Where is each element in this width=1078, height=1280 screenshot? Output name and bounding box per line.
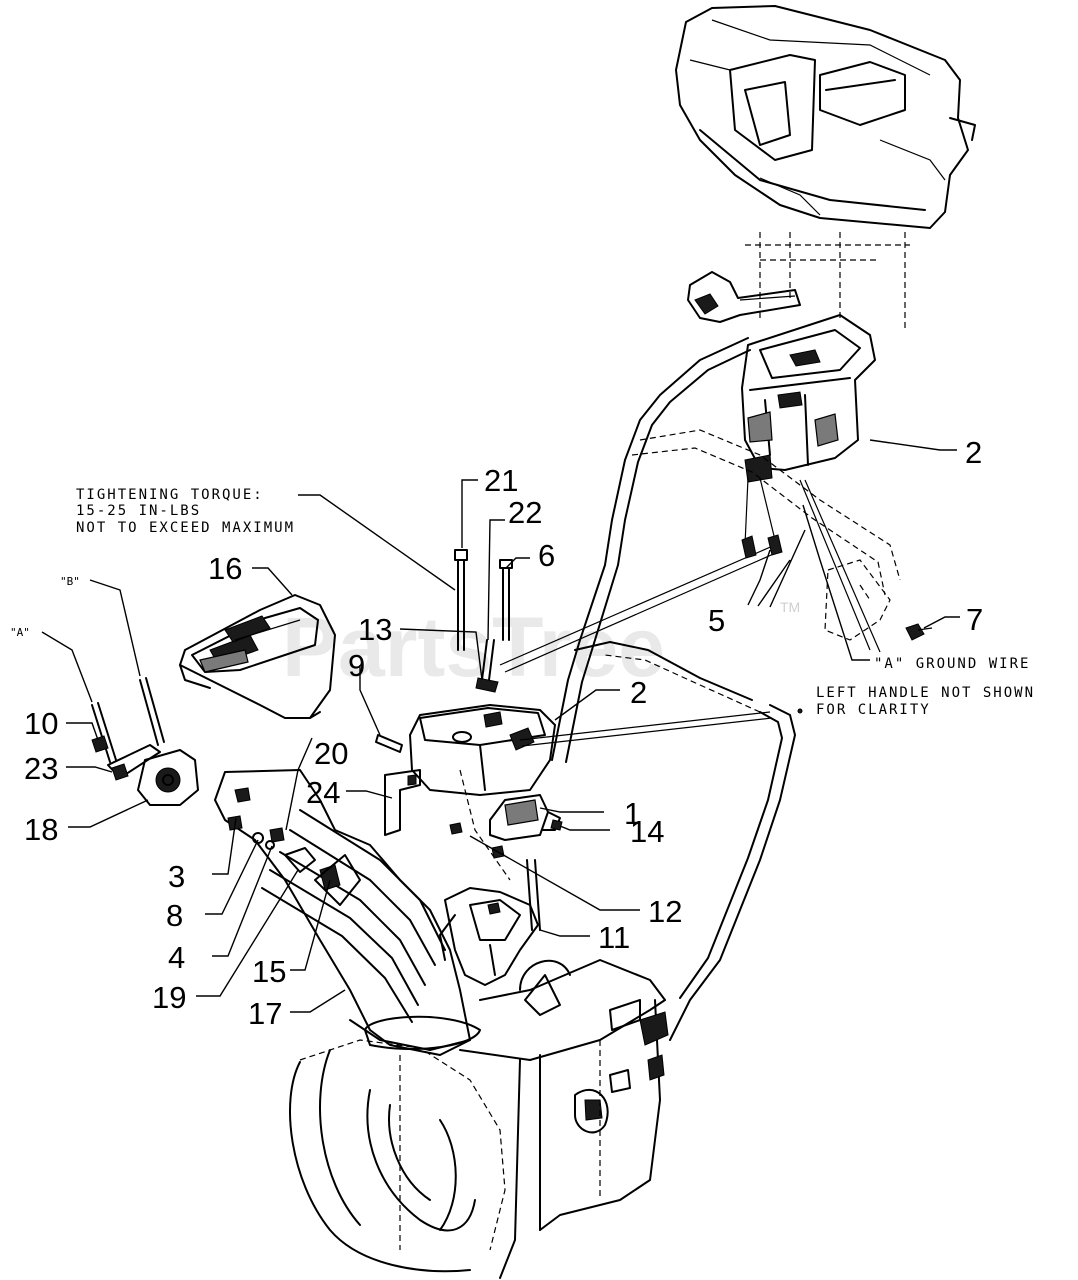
- callout-22: 22: [508, 495, 542, 530]
- watermark-tm: TM: [780, 599, 800, 615]
- leader-lines: [41, 439, 960, 1013]
- handle-frame: [604, 337, 749, 566]
- pin-9: [375, 734, 403, 753]
- control-console: [741, 314, 876, 483]
- watermark: PartsTree: [282, 600, 665, 694]
- trigger-bracket: [489, 794, 563, 859]
- chute-deflector: [179, 594, 336, 719]
- left-handle-note-line2: FOR CLARITY: [816, 702, 931, 718]
- torque-note-line1: TIGHTENING TORQUE:: [76, 487, 264, 503]
- callout-1: 1: [624, 796, 641, 831]
- bolt-21: [454, 549, 468, 651]
- callout-20: 20: [314, 736, 348, 771]
- bracket-24: [384, 769, 421, 836]
- left-handle-note-line1: LEFT HANDLE NOT SHOWN: [816, 685, 1035, 701]
- callout-17: 17: [248, 996, 282, 1031]
- chute-collar: [314, 854, 361, 906]
- callout-4: 4: [168, 940, 185, 975]
- callout-2-console: 2: [965, 435, 982, 470]
- callout-3: 3: [168, 859, 185, 894]
- callout-11: 11: [598, 920, 630, 955]
- callout-7: 7: [966, 602, 983, 637]
- callout-8: 8: [166, 898, 183, 933]
- pivot-bracket: [107, 744, 199, 806]
- ground-wire-note: "A" GROUND WIRE: [874, 656, 1030, 672]
- control-cable: [519, 711, 771, 741]
- dashboard-cover: [675, 5, 976, 229]
- callout-19: 19: [152, 980, 186, 1015]
- callout-10: 10: [24, 706, 58, 741]
- rod-a: [91, 702, 117, 763]
- auger-housing: [289, 959, 669, 1279]
- callout-9: 9: [348, 648, 365, 683]
- callout-21: 21: [484, 463, 518, 498]
- callout-12: 12: [648, 894, 682, 929]
- chute-cover: [409, 704, 556, 796]
- shift-bracket: [439, 887, 539, 986]
- reference-b-label: "B": [60, 575, 80, 588]
- callout-15: 15: [252, 954, 286, 989]
- torque-note-line3: NOT TO EXCEED MAXIMUM: [76, 520, 295, 536]
- callout-16: 16: [208, 551, 242, 586]
- reference-a-label: "A": [10, 626, 30, 639]
- callout-13: 13: [358, 612, 392, 647]
- callout-14: 14: [630, 814, 664, 849]
- rod-b: [139, 677, 165, 746]
- callout-24: 24: [306, 775, 340, 810]
- ground-bolt: [905, 623, 925, 641]
- callout-18: 18: [24, 812, 58, 847]
- callout-23: 23: [24, 751, 58, 786]
- torque-note-line2: 15-25 IN-LBS: [76, 503, 201, 519]
- chute-control-knob: [687, 271, 801, 323]
- callout-5: 5: [708, 603, 725, 638]
- callout-2-cover: 2: [630, 675, 647, 710]
- callout-6: 6: [538, 538, 555, 573]
- pin-22: [481, 639, 495, 681]
